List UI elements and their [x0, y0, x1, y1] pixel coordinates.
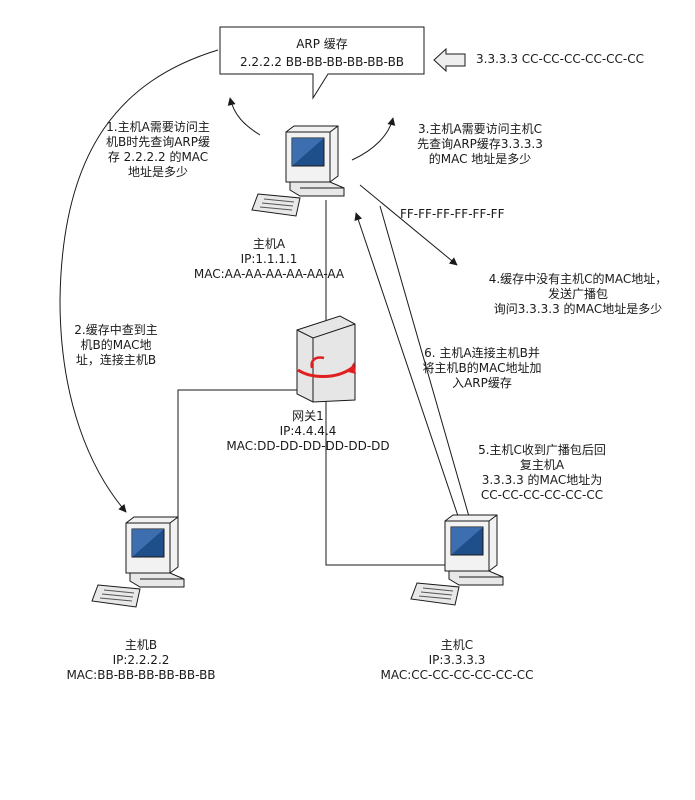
incoming-entry-arrow [433, 47, 466, 73]
step6-arrow [379, 205, 471, 521]
step2-arrow [59, 49, 219, 513]
step4-broadcast-arrow [359, 184, 458, 266]
broadcast-mac-label: FF-FF-FF-FF-FF-FF [400, 207, 505, 221]
step6-label: 6. 主机A连接主机B并将主机B的MAC地址加入ARP缓存 [422, 346, 542, 390]
host-a-computer [251, 125, 345, 217]
incoming-cache-entry: 3.3.3.3 CC-CC-CC-CC-CC-CC [476, 52, 644, 66]
gateway-server [296, 315, 356, 403]
step3-arrow [351, 117, 396, 161]
arp-cache-entry: 2.2.2.2 BB-BB-BB-BB-BB-BB [239, 55, 405, 69]
host-b-computer [91, 516, 185, 608]
step1-arrow [227, 97, 261, 136]
arp-cache-title: ARP 缓存 [296, 37, 348, 51]
host-c-computer [410, 514, 504, 606]
step5-reply-arrow [354, 212, 461, 523]
step4-label: 4.缓存中没有主机C的MAC地址，发送广播包询问3.3.3.3 的MAC地址是多… [488, 272, 668, 316]
step2-label: 2.缓存中查到主机B的MAC地址，连接主机B [74, 323, 158, 367]
arp-cache-callout [219, 26, 425, 100]
step-arrows [59, 49, 471, 523]
